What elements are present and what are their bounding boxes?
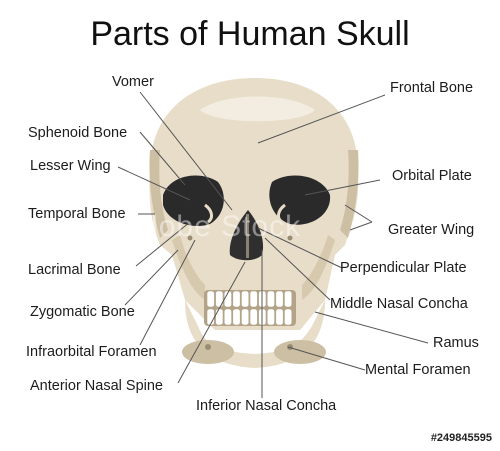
right-socket-rim xyxy=(276,203,286,224)
cheek-shade-right xyxy=(302,235,335,300)
label-inferior-nasal-concha: Inferior Nasal Concha xyxy=(196,398,337,414)
leader-lesser-wing xyxy=(117,166,191,201)
cheek-shade-left xyxy=(172,235,205,300)
leader-greater-wing-1 xyxy=(344,204,373,223)
left-infraorbital-foramen xyxy=(187,235,193,241)
lower-tooth xyxy=(223,308,232,326)
stock-id: #249845595 xyxy=(430,432,492,444)
leader-perpendicular-plate xyxy=(257,227,343,269)
label-greater-wing: Greater Wing xyxy=(388,222,475,238)
right-eye-socket xyxy=(269,175,331,225)
cranium xyxy=(149,78,359,330)
leader-lines xyxy=(117,91,429,398)
mental-shade-left xyxy=(182,340,234,364)
left-eye-socket xyxy=(163,175,224,226)
watermark: Adobe Stock xyxy=(120,210,302,243)
leader-middle-nasal-concha xyxy=(264,237,331,301)
page-title: Parts of Human Skull xyxy=(90,15,410,53)
lower-tooth xyxy=(275,308,284,326)
temporal-shade-right xyxy=(340,150,359,238)
upper-tooth xyxy=(215,290,224,308)
leader-lacrimal-bone xyxy=(135,221,191,267)
lower-tooth xyxy=(284,308,293,326)
label-middle-nasal-concha: Middle Nasal Concha xyxy=(330,296,468,312)
mental-shade-right xyxy=(274,340,326,364)
upper-tooth xyxy=(206,290,215,308)
label-lacrimal-bone: Lacrimal Bone xyxy=(28,262,121,278)
forehead-highlight xyxy=(200,96,315,122)
label-mental-foramen: Mental Foramen xyxy=(365,362,471,378)
right-mental-foramen xyxy=(287,344,293,350)
leader-infraorbital-foramen xyxy=(139,239,196,346)
leader-ramus xyxy=(314,311,429,344)
label-zygomatic-bone: Zygomatic Bone xyxy=(30,304,135,320)
lower-tooth xyxy=(241,308,250,326)
label-vomer: Vomer xyxy=(112,74,154,90)
upper-tooth xyxy=(266,290,275,308)
upper-tooth xyxy=(275,290,284,308)
left-socket-rim xyxy=(204,203,214,224)
label-perpendicular-plate: Perpendicular Plate xyxy=(340,260,467,276)
label-frontal-bone: Frontal Bone xyxy=(390,80,474,96)
upper-tooth xyxy=(241,290,250,308)
upper-tooth xyxy=(232,290,241,308)
temporal-shade-left xyxy=(149,150,168,238)
lower-tooth xyxy=(206,308,215,326)
upper-tooth xyxy=(284,290,293,308)
right-infraorbital-foramen xyxy=(287,235,293,241)
label-temporal-bone: Temporal Bone xyxy=(28,206,126,222)
label-lesser-wing: Lesser Wing xyxy=(30,158,111,174)
lower-tooth xyxy=(266,308,275,326)
leader-mental-foramen xyxy=(287,346,366,371)
left-mental-foramen xyxy=(205,344,211,350)
leader-sphenoid-bone xyxy=(139,131,186,186)
lower-tooth xyxy=(232,308,241,326)
lower-tooth xyxy=(215,308,224,326)
leader-zygomatic-bone xyxy=(124,249,179,306)
leader-greater-wing-2 xyxy=(349,221,373,231)
label-ramus: Ramus xyxy=(433,335,479,351)
leader-orbital-plate xyxy=(304,179,381,196)
label-anterior-nasal-spine: Anterior Nasal Spine xyxy=(30,378,163,394)
label-sphenoid-bone: Sphenoid Bone xyxy=(28,125,128,141)
nasal-septum xyxy=(246,214,249,258)
label-orbital-plate: Orbital Plate xyxy=(392,168,472,184)
leader-anterior-nasal-spine xyxy=(177,261,246,384)
leader-frontal-bone xyxy=(257,94,386,144)
leader-vomer xyxy=(139,91,233,211)
label-infraorbital-foramen: Infraorbital Foramen xyxy=(26,344,157,360)
upper-tooth xyxy=(249,290,258,308)
upper-teeth xyxy=(206,290,293,308)
lower-tooth xyxy=(249,308,258,326)
